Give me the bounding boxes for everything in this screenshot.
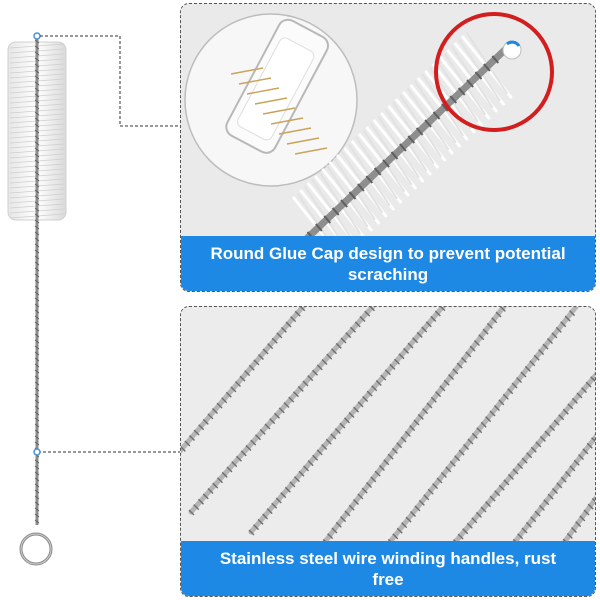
- test-tube-inset: [184, 13, 358, 187]
- glue-cap-caption: Round Glue Cap design to prevent potenti…: [181, 236, 595, 291]
- callout-line-top: [40, 35, 180, 127]
- callout-dot-bottom: [33, 448, 41, 456]
- wire-handle-caption: Stainless steel wire winding handles, ru…: [181, 541, 595, 596]
- red-circle-icon: [434, 12, 554, 132]
- glue-cap-panel: Round Glue Cap design to prevent potenti…: [180, 3, 596, 292]
- wire-handle-panel: Stainless steel wire winding handles, ru…: [180, 306, 596, 597]
- wire-stem: [34, 36, 40, 525]
- glue-cap-ball: [502, 40, 522, 60]
- glue-cap-tip: [33, 32, 41, 40]
